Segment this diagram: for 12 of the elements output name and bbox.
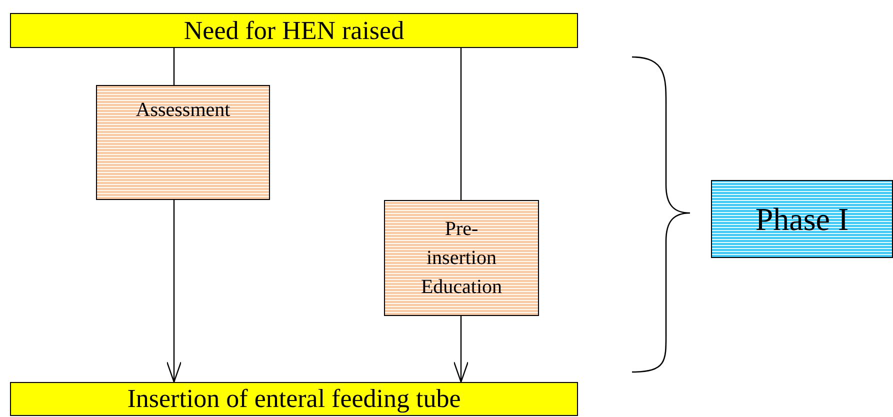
- connector-line: [173, 48, 175, 85]
- process-box: [384, 200, 539, 316]
- banner-bar: [10, 382, 578, 416]
- node-label: Assessment: [136, 98, 230, 123]
- node-label: Pre-insertion Education: [420, 216, 504, 300]
- process-box: [96, 85, 270, 200]
- node-label: Need for HEN raised: [184, 18, 404, 44]
- arrow: [166, 200, 182, 383]
- arrow: [453, 316, 469, 383]
- connector-line: [460, 48, 462, 200]
- banner-bar: [10, 13, 578, 48]
- node-label: Insertion of enteral feeding tube: [127, 386, 461, 412]
